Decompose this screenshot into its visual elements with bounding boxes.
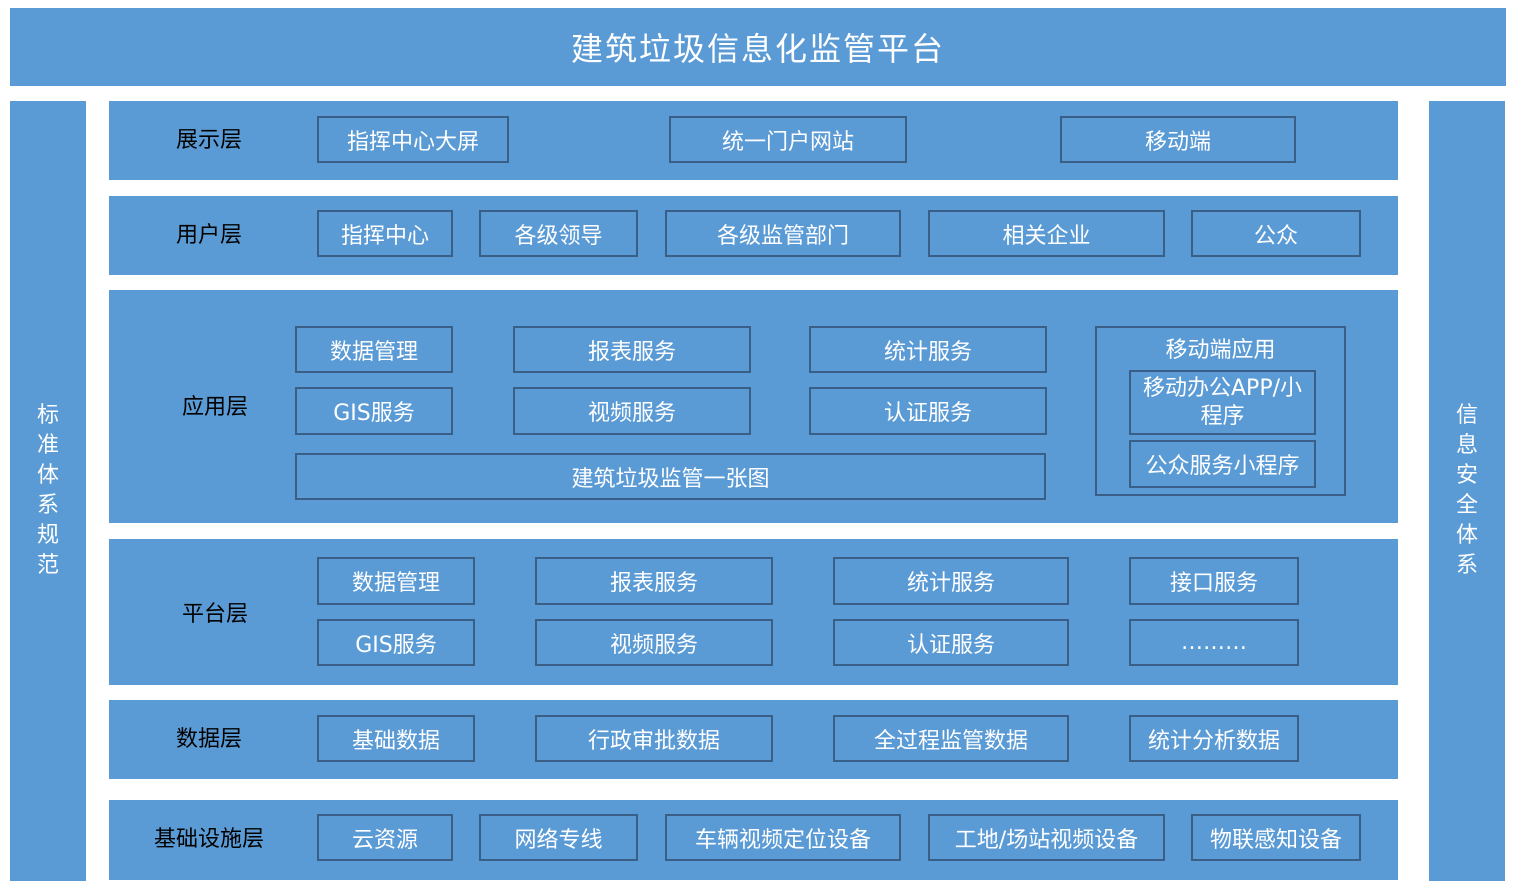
security-pillar: 信息安全体系 (1429, 101, 1505, 881)
platform-data-management-box: 数据管理 (317, 557, 475, 605)
mobile-app-title: 移动端应用 (1165, 338, 1276, 363)
application-layer: 应用层 数据管理 报表服务 统计服务 GIS服务 视频服务 认证服务 建筑垃圾监… (109, 290, 1398, 523)
leaders-box: 各级领导 (479, 210, 638, 257)
public-service-miniprogram-box: 公众服务小程序 (1129, 440, 1316, 488)
dedicated-network-box: 网络专线 (479, 814, 638, 861)
unified-portal-box: 统一门户网站 (669, 116, 907, 163)
display-layer-label: 展示层 (175, 128, 243, 153)
app-statistics-service-box: 统计服务 (809, 326, 1047, 373)
platform-report-service-box: 报表服务 (535, 557, 773, 605)
public-box: 公众 (1191, 210, 1361, 257)
platform-auth-service-box: 认证服务 (833, 619, 1069, 666)
platform-interface-service-box: 接口服务 (1129, 557, 1299, 605)
app-gis-service-box: GIS服务 (295, 387, 453, 435)
app-data-management-box: 数据管理 (295, 326, 453, 373)
iot-sensing-equipment-box: 物联感知设备 (1191, 814, 1361, 861)
platform-layer-label: 平台层 (181, 602, 249, 627)
enterprises-box: 相关企业 (928, 210, 1165, 257)
mobile-office-app-box: 移动办公APP/小程序 (1129, 370, 1316, 435)
mobile-app-container: 移动端应用 移动办公APP/小程序 公众服务小程序 (1095, 326, 1346, 496)
user-layer-label: 用户层 (175, 223, 243, 248)
platform-title: 建筑垃圾信息化监管平台 (10, 8, 1506, 86)
platform-video-service-box: 视频服务 (535, 619, 773, 666)
platform-layer: 平台层 数据管理 报表服务 统计服务 接口服务 GIS服务 视频服务 认证服务 … (109, 539, 1398, 685)
platform-gis-service-box: GIS服务 (317, 619, 475, 666)
app-report-service-box: 报表服务 (513, 326, 751, 373)
data-layer: 数据层 基础数据 行政审批数据 全过程监管数据 统计分析数据 (109, 700, 1398, 779)
app-video-service-box: 视频服务 (513, 387, 751, 435)
cloud-resources-box: 云资源 (317, 814, 453, 861)
regulatory-departments-box: 各级监管部门 (665, 210, 901, 257)
platform-more-box: ……… (1129, 619, 1299, 666)
mobile-terminal-box: 移动端 (1060, 116, 1296, 163)
standards-pillar-label: 标准体系规范 (36, 403, 59, 578)
site-video-equipment-box: 工地/场站视频设备 (928, 814, 1165, 861)
infrastructure-layer-label: 基础设施层 (153, 827, 265, 852)
application-layer-label: 应用层 (181, 395, 249, 420)
platform-statistics-service-box: 统计服务 (833, 557, 1069, 605)
statistical-analysis-data-box: 统计分析数据 (1129, 715, 1299, 762)
approval-data-box: 行政审批数据 (535, 715, 773, 762)
user-layer: 用户层 指挥中心 各级领导 各级监管部门 相关企业 公众 (109, 196, 1398, 275)
display-layer: 展示层 指挥中心大屏 统一门户网站 移动端 (109, 101, 1398, 180)
command-center-box: 指挥中心 (317, 210, 453, 257)
app-auth-service-box: 认证服务 (809, 387, 1047, 435)
app-one-map-box: 建筑垃圾监管一张图 (295, 453, 1046, 500)
infrastructure-layer: 基础设施层 云资源 网络专线 车辆视频定位设备 工地/场站视频设备 物联感知设备 (109, 800, 1398, 880)
data-layer-label: 数据层 (175, 727, 243, 752)
vehicle-video-positioning-box: 车辆视频定位设备 (665, 814, 901, 861)
security-pillar-label: 信息安全体系 (1455, 403, 1478, 578)
base-data-box: 基础数据 (317, 715, 475, 762)
command-center-screen-box: 指挥中心大屏 (317, 116, 509, 163)
standards-pillar: 标准体系规范 (10, 101, 86, 881)
full-process-data-box: 全过程监管数据 (833, 715, 1069, 762)
